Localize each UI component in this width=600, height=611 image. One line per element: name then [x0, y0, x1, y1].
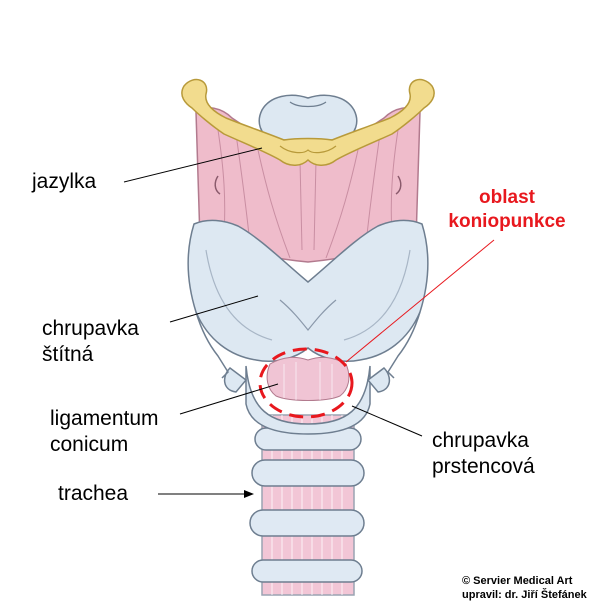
- cricoid-leader-line: [351, 405, 423, 437]
- label-ligamentum-conicum-line2: conicum: [50, 433, 129, 456]
- label-chrupavka-prstencova-line1: chrupavka: [432, 429, 529, 452]
- thyroid-cartilage-illustration: [187, 219, 429, 379]
- ligament-leader-line: [179, 383, 279, 415]
- label-ligamentum-conicum: ligamentum conicum: [50, 406, 159, 458]
- label-jazylka: jazylka: [32, 170, 97, 193]
- credit-line-2: upravil: dr. Jiří Štefánek: [462, 589, 587, 601]
- jazylka-leader-line: [123, 147, 263, 183]
- trachea-arrow: [158, 490, 254, 498]
- thyroid-leader-line: [169, 295, 259, 323]
- epiglottis-illustration: [258, 94, 358, 141]
- ligamentum-conicum-illustration: [266, 356, 350, 401]
- koniopunkce-leader-line: [345, 239, 495, 363]
- koniopunkce-area-marker: [258, 347, 354, 419]
- credit-text: © Servier Medical Art upravil: dr. Jiří …: [462, 574, 587, 602]
- trachea-illustration: [249, 414, 365, 596]
- cricoid-cartilage-illustration: [223, 365, 391, 435]
- label-chrupavka-stitna: chrupavka štítná: [42, 316, 139, 368]
- label-chrupavka-prstencova: chrupavka prstencová: [432, 428, 535, 480]
- label-ligamentum-conicum-line1: ligamentum: [50, 407, 159, 430]
- label-chrupavka-prstencova-line2: prstencová: [432, 455, 535, 478]
- label-oblast-koniopunkce-line2: koniopunkce: [448, 211, 566, 232]
- label-chrupavka-stitna-line1: chrupavka: [42, 317, 139, 340]
- label-trachea: trachea: [58, 482, 129, 505]
- hyoid-bone-illustration: [181, 78, 435, 166]
- label-oblast-koniopunkce: oblast koniopunkce: [432, 186, 582, 234]
- label-chrupavka-stitna-line2: štítná: [42, 343, 94, 366]
- label-oblast-koniopunkce-line1: oblast: [479, 187, 535, 208]
- leader-lines: [123, 147, 423, 437]
- credit-line-1: © Servier Medical Art: [462, 575, 573, 587]
